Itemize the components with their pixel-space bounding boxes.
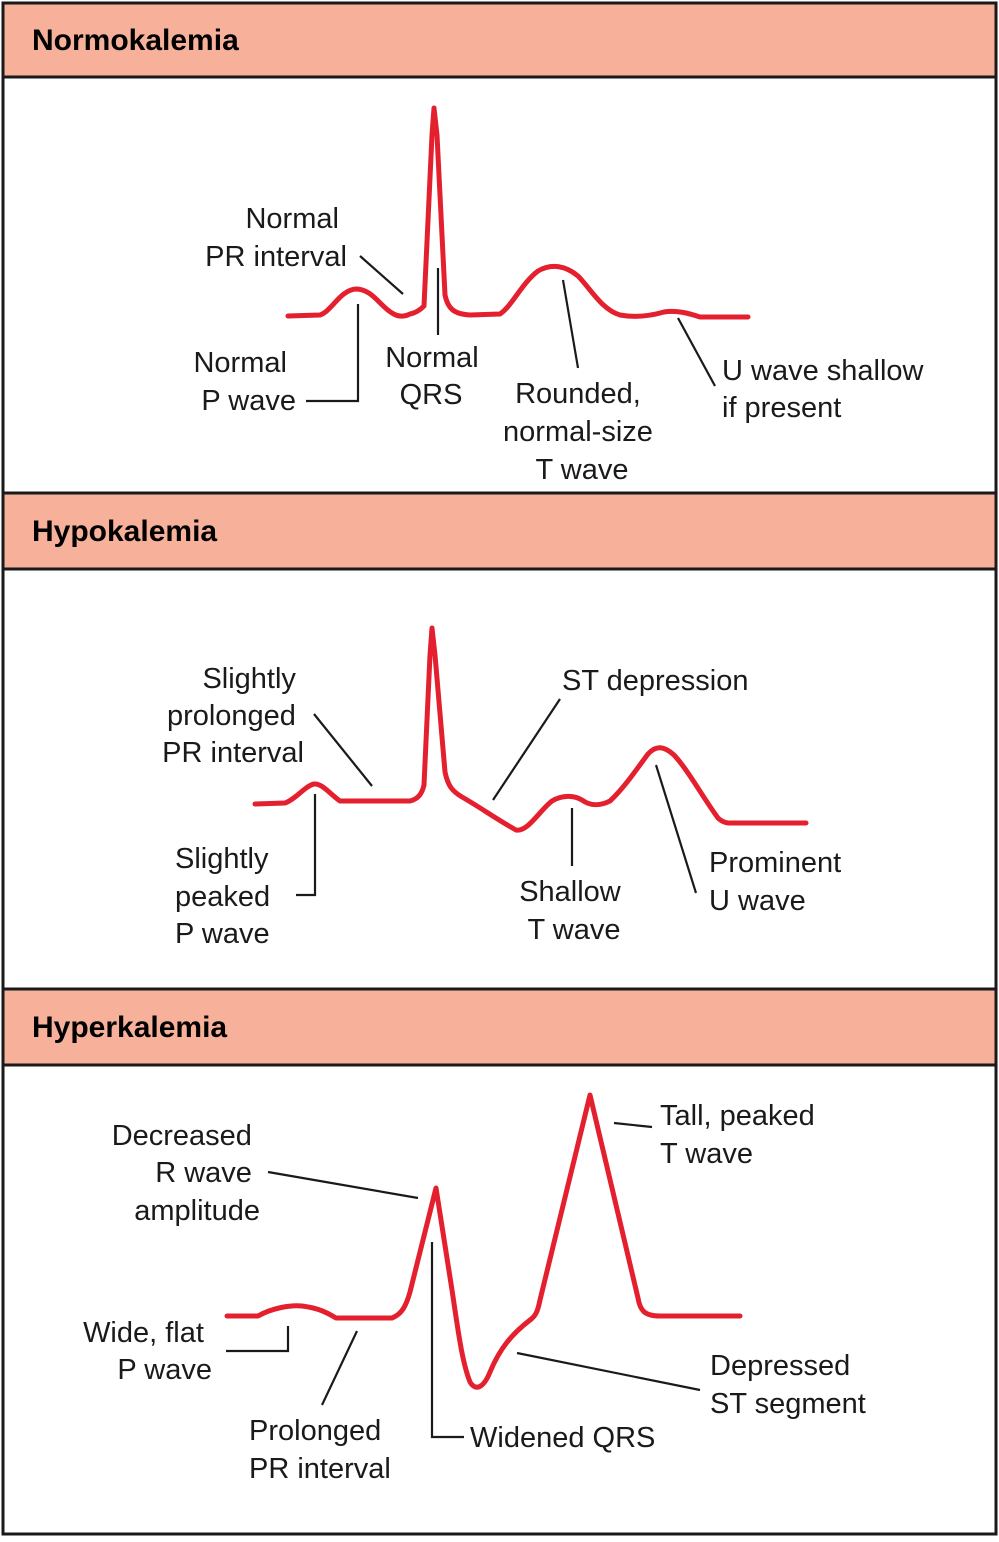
hyperkalemia-qrs-leader	[430, 1242, 464, 1439]
hypokalemia-p-wave-leader	[296, 794, 317, 897]
normokalemia-qrs-label: Normal QRS	[385, 342, 487, 411]
hyperkalemia-t-wave-label: Tall, peaked T wave	[660, 1100, 823, 1170]
normokalemia-pr-interval-label: Normal PR interval	[205, 203, 347, 273]
hyperkalemia-ecg-trace	[224, 1092, 743, 1390]
normokalemia-header-bar	[3, 3, 996, 77]
normokalemia-p-wave-label: Normal P wave	[193, 347, 296, 417]
hyperkalemia-pr-interval-label: Prolonged PR interval	[249, 1415, 391, 1485]
hyperkalemia-pr-interval-leader	[321, 1330, 358, 1406]
hyperkalemia-st-leader	[516, 1351, 701, 1392]
normokalemia-ecg-trace	[285, 105, 751, 320]
normokalemia-t-wave-leader	[561, 279, 580, 369]
normokalemia-t-wave-label: Rounded, normal-size T wave	[503, 378, 661, 486]
hypokalemia-header-bar	[3, 493, 996, 569]
hypokalemia-st-leader	[492, 698, 561, 801]
hyperkalemia-r-wave-label: Decreased R wave amplitude	[112, 1120, 260, 1227]
normokalemia-u-wave-leader	[677, 317, 716, 387]
hypokalemia-ecg-trace	[252, 625, 809, 833]
hypokalemia-st-label: ST depression	[562, 665, 748, 697]
hyperkalemia-r-wave-leader	[267, 1170, 419, 1200]
hypokalemia-u-wave-label: Prominent U wave	[709, 847, 849, 917]
normokalemia-title: Normokalemia	[32, 24, 239, 57]
hyperkalemia-p-wave-label: Wide, flat P wave	[83, 1317, 212, 1386]
hypokalemia-title: Hypokalemia	[32, 515, 217, 548]
normokalemia-pr-interval-leader	[359, 255, 404, 295]
hypokalemia-t-wave-label: Shallow T wave	[519, 876, 629, 946]
hyperkalemia-qrs-label: Widened QRS	[470, 1422, 655, 1454]
hyperkalemia-st-label: Depressed ST segment	[710, 1350, 866, 1420]
hypokalemia-pr-interval-leader	[313, 713, 373, 787]
hypokalemia-u-wave-leader	[654, 764, 698, 894]
hyperkalemia-t-wave-leader	[613, 1121, 653, 1129]
hyperkalemia-header-bar	[3, 989, 996, 1065]
hyperkalemia-p-wave-leader	[226, 1326, 290, 1353]
hyperkalemia-title: Hyperkalemia	[32, 1011, 227, 1044]
normokalemia-u-wave-label: U wave shallow if present	[722, 355, 932, 424]
hypokalemia-pr-interval-label: Slightly prolonged PR interval	[162, 663, 304, 769]
normokalemia-p-wave-leader	[306, 304, 360, 403]
hypokalemia-p-wave-label: Slightly peaked P wave	[175, 843, 278, 950]
